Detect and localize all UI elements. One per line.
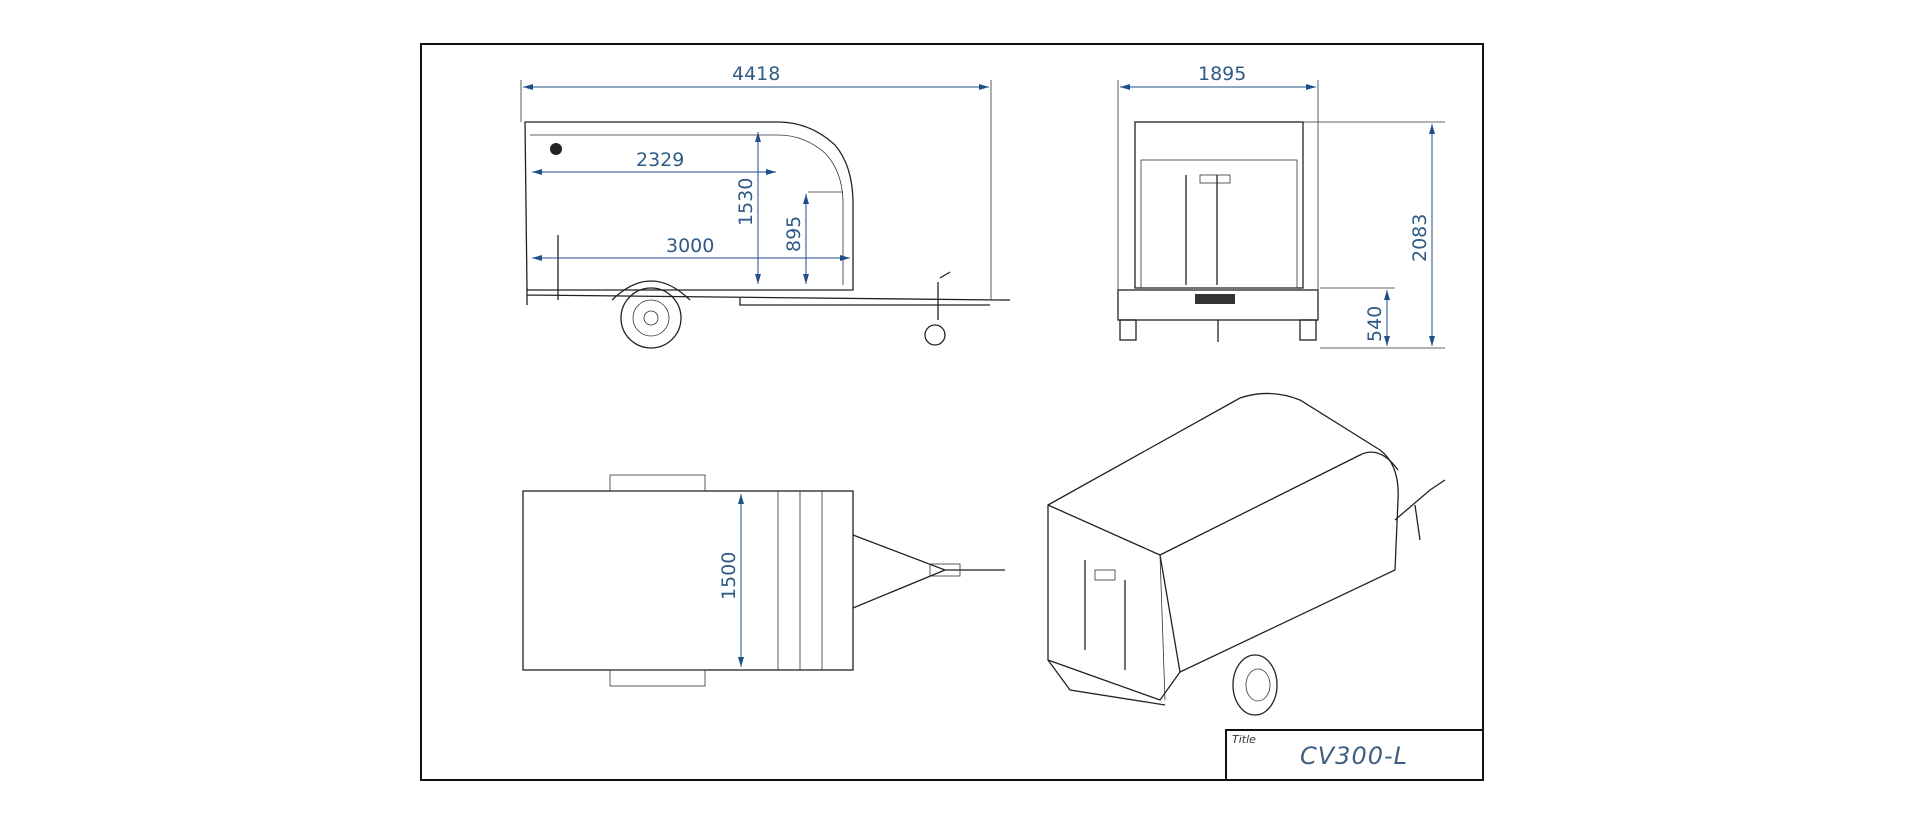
dim-overall-height: 2083 (1409, 214, 1431, 262)
isometric-view (1047, 392, 1446, 716)
dim-inner-height: 1530 (735, 178, 757, 226)
dim-overall-length: 4418 (732, 63, 780, 85)
license-plate (1195, 294, 1235, 304)
rear-view-dimensions: 1895 2083 540 (1117, 63, 1445, 349)
drawing-frame (420, 43, 1484, 781)
side-view-dimensions: 4418 2329 1530 895 3000 (520, 63, 992, 300)
dim-overall-width: 1895 (1198, 63, 1246, 85)
side-view (524, 121, 1010, 349)
dim-inner-width: 1500 (718, 552, 740, 600)
dim-floor-height: 540 (1364, 306, 1386, 342)
dim-inner-length: 2329 (636, 149, 684, 171)
title-block (1225, 729, 1484, 781)
top-view-dimensions: 1500 (718, 494, 744, 667)
title-value: CV300-L (1300, 742, 1409, 770)
top-view (522, 474, 1005, 687)
dim-body-length: 3000 (666, 235, 714, 257)
rear-view (1117, 121, 1319, 342)
title-label: Title (1232, 733, 1256, 746)
vent-icon (550, 143, 562, 155)
wheel (620, 287, 682, 349)
dim-front-height: 895 (783, 216, 805, 252)
